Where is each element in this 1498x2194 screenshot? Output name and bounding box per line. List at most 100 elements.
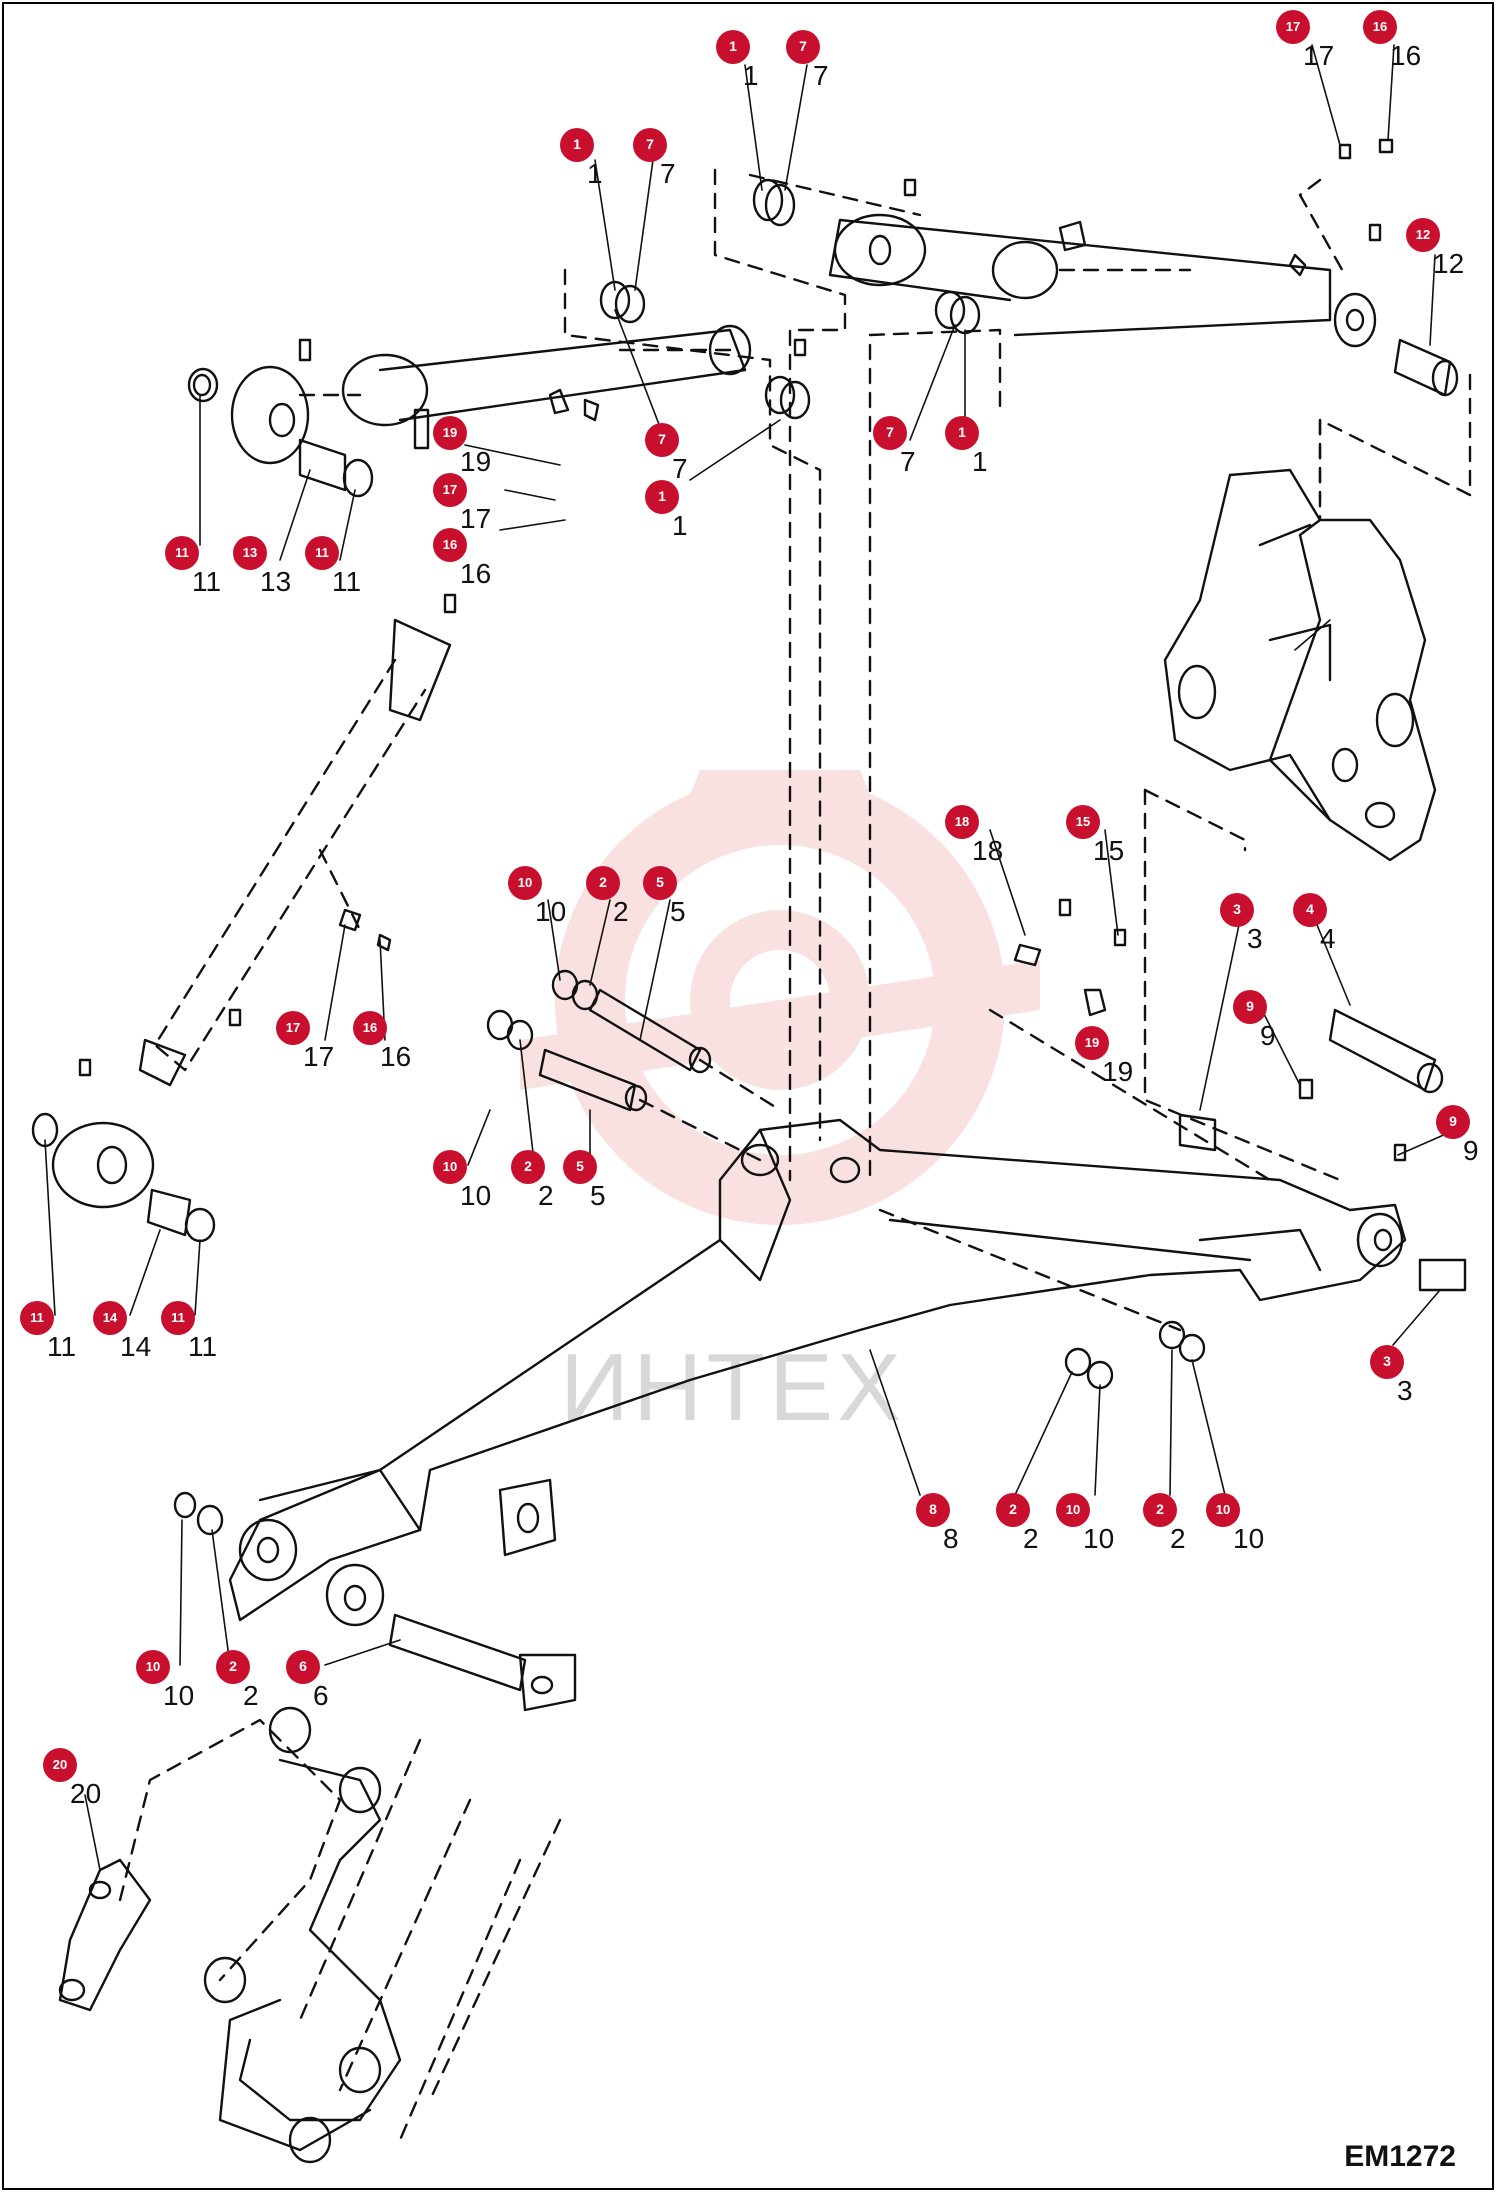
callout-badge — [1206, 1493, 1240, 1527]
boom-arm — [228, 1118, 1407, 1627]
callout-badge — [716, 30, 750, 64]
callout-plain-number: 2 — [1170, 1523, 1186, 1554]
callout-badge — [233, 536, 267, 570]
upper-bushing-12 — [1393, 338, 1459, 397]
callout-plain-number: 11 — [332, 566, 361, 597]
upper-pivot-tube — [828, 213, 1377, 348]
callout-plain-number: 11 — [192, 566, 221, 597]
callout-number: 10 — [146, 1659, 160, 1674]
callout-number: 10 — [1066, 1502, 1080, 1517]
callout-number: 12 — [1416, 227, 1430, 242]
callout-badge — [1056, 1493, 1090, 1527]
callout-number: 3 — [1383, 1353, 1391, 1369]
callout-plain-number: 17 — [303, 1041, 334, 1072]
callout-plain-number: 3 — [1247, 923, 1263, 954]
callout-plain-number: 17 — [460, 503, 491, 534]
callout-badge — [643, 866, 677, 900]
callout-number: 8 — [929, 1501, 937, 1517]
callout-badge — [136, 1650, 170, 1684]
callout-number: 7 — [886, 424, 894, 440]
callout-number: 11 — [315, 545, 329, 560]
callout-1: 11 — [716, 30, 759, 91]
callout-badge — [1276, 10, 1310, 44]
callout-badge — [1436, 1105, 1470, 1139]
callout-plain-number: 19 — [1102, 1056, 1133, 1087]
callout-number: 7 — [646, 136, 654, 152]
callout-plain-number: 7 — [813, 60, 829, 91]
callout-5: 55 — [563, 1150, 606, 1211]
callout-plain-number: 10 — [535, 896, 566, 927]
callout-badge — [20, 1301, 54, 1335]
callout-number: 1 — [573, 136, 581, 152]
callout-plain-number: 7 — [900, 446, 916, 477]
callout-number: 4 — [1306, 901, 1314, 917]
left-dash-guides — [298, 268, 822, 1142]
callout-number: 2 — [524, 1158, 532, 1174]
callout-2: 22 — [511, 1150, 554, 1211]
link-assembly-20 — [58, 1706, 562, 2164]
left-pivot-tube — [187, 324, 752, 498]
callout-badge — [786, 30, 820, 64]
callout-7: 77 — [633, 128, 676, 189]
callout-number: 1 — [729, 38, 737, 54]
callout-3: 33 — [1220, 893, 1263, 954]
callout-number: 2 — [599, 874, 607, 890]
callout-number: 17 — [1286, 19, 1300, 34]
callout-plain-number: 4 — [1320, 923, 1336, 954]
callout-number: 19 — [1085, 1035, 1099, 1050]
callout-2: 22 — [1143, 1493, 1186, 1554]
callout-plain-number: 7 — [672, 453, 688, 484]
callout-number: 1 — [658, 488, 666, 504]
callout-plain-number: 3 — [1397, 1375, 1413, 1406]
callout-number: 19 — [443, 425, 457, 440]
callout-9: 99 — [1436, 1105, 1479, 1166]
callout-number: 9 — [1449, 1113, 1457, 1129]
grease-fittings — [78, 138, 1407, 1162]
callout-plain-number: 10 — [460, 1180, 491, 1211]
callout-badge — [1363, 10, 1397, 44]
callout-number: 5 — [576, 1158, 584, 1174]
callout-number: 10 — [1216, 1502, 1230, 1517]
callout-plain-number: 13 — [260, 566, 291, 597]
callout-badge — [945, 805, 979, 839]
upper-dash-guides — [713, 168, 1472, 1182]
callout-4: 44 — [1293, 893, 1336, 954]
callout-number: 1 — [958, 424, 966, 440]
callout-badge — [433, 416, 467, 450]
callout-badge — [508, 866, 542, 900]
callout-1: 11 — [560, 128, 603, 189]
callout-plain-number: 2 — [1023, 1523, 1039, 1554]
callout-badge — [563, 1150, 597, 1184]
callout-plain-number: 6 — [313, 1680, 329, 1711]
callout-plain-number: 19 — [460, 446, 491, 477]
callout-2: 22 — [216, 1650, 259, 1711]
callout-plain-number: 5 — [590, 1180, 606, 1211]
callout-plain-number: 1 — [743, 60, 759, 91]
callout-plain-number: 11 — [188, 1331, 217, 1362]
bucket-bracket — [1163, 468, 1437, 862]
callout-badge — [511, 1150, 545, 1184]
callout-number: 7 — [658, 431, 666, 447]
lift-cylinder — [31, 618, 452, 1243]
figure-id: EM1272 — [1344, 2140, 1456, 2173]
callout-plain-number: 9 — [1260, 1020, 1276, 1051]
callout-badge — [305, 536, 339, 570]
callout-number: 7 — [799, 38, 807, 54]
callout-plain-number: 10 — [1083, 1523, 1114, 1554]
callout-plain-number: 18 — [972, 835, 1003, 866]
